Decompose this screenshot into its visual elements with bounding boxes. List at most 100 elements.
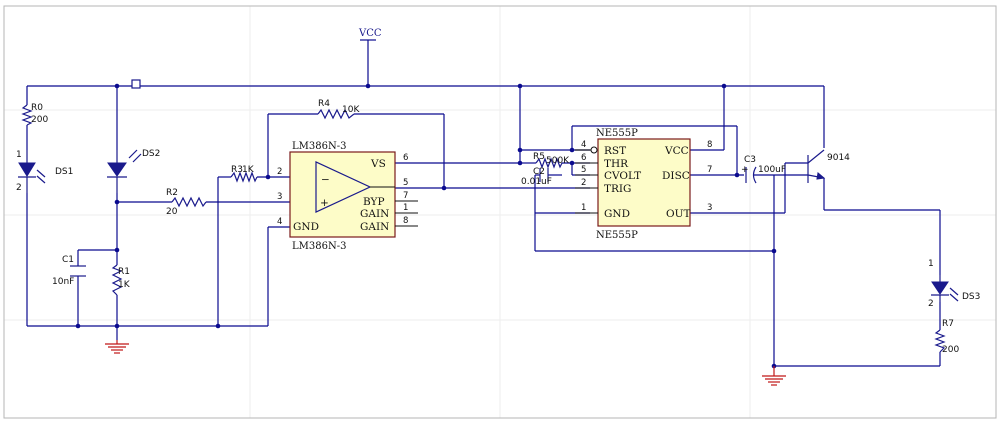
resistor-r2: R2 20 [166,188,207,217]
inverted-pin-icon [590,146,598,154]
r2-value: 20 [166,207,178,217]
ds3-pin1: 1 [928,259,934,269]
resistor-r1: R1 1K [111,264,131,296]
r3-value: 1K [242,165,255,175]
lm386-pin1: 1 [403,203,408,213]
lm386-gnd: GND [293,221,319,233]
lm386-gain2: GAIN [360,221,389,233]
ne555-disc: DISC [662,170,690,182]
ds1-pin2: 2 [16,183,22,193]
lm386-pin7: 7 [403,191,408,201]
lm386-pin5: 5 [403,178,408,188]
r7-value: 200 [942,345,959,355]
ne555-pin3: 3 [707,203,712,213]
ds1-ref: DS1 [55,167,73,177]
lm386-pin6: 6 [403,153,408,163]
c1-value: 10nF [52,277,74,287]
ne555-out: OUT [666,208,690,220]
ne555-body [597,138,691,227]
test-pin [131,79,141,89]
ne555-cvolt: CVOLT [604,170,641,182]
r0-ref: R0 [31,103,43,113]
r4-ref: R4 [318,99,330,109]
c3-value: 100uF [758,165,786,175]
ne555-pin5: 5 [581,165,586,175]
lm386-amplifier: − + LM386N-3 LM386N-3 VS GND BYP GAIN GA… [277,141,418,252]
ne555-name-top: NE555P [596,128,638,139]
lm386-pin3: 3 [277,192,282,202]
sheet-grid [4,6,996,418]
ne555-pin2: 2 [581,178,586,188]
c1-ref: C1 [62,255,74,265]
ds1-pin1: 1 [16,150,22,160]
ne555-trig: TRIG [604,183,631,195]
ne555-rst: RST [604,145,626,157]
vcc-port: VCC [358,28,382,41]
lm386-gain1: GAIN [360,208,389,220]
r1-value: 1K [118,280,131,290]
lm386-pin2: 2 [277,167,282,177]
ne555-pin7: 7 [707,165,712,175]
lm386-body [289,151,396,238]
r7-ref: R7 [942,319,954,329]
light-arrow-icon [36,169,46,178]
led-ds2: DS2 [107,149,160,193]
ne555-timer: NE555P NE555P RST THR CVOLT TRIG GND VCC… [575,128,712,241]
ne555-pin4: 4 [581,140,586,150]
c3-ref: C3 [744,155,756,165]
light-arrow-icon [949,293,959,302]
resistor-r3: R3 1K [230,165,258,183]
emitter-arrow-icon [816,172,826,180]
ne555-pin1: 1 [581,203,586,213]
opamp-triangle-icon [315,161,372,213]
capacitor-c3: C3 + 100uF [741,155,786,184]
ground-symbol-right [762,366,786,386]
ne555-pin6: 6 [581,153,586,163]
c2-ref: C2 [533,167,545,177]
led-ds1: DS1 1 2 [16,150,73,193]
ds3-ref: DS3 [962,292,980,302]
lm386-minus: − [321,174,330,186]
lm386-pin8: 8 [403,216,408,226]
c2-value: 0.01uF [521,177,552,187]
ne555-thr: THR [604,158,629,170]
capacitor-c1: C1 10nF [52,255,86,287]
ds2-ref: DS2 [142,149,160,159]
light-arrow-icon [949,287,959,296]
vcc-label: VCC [358,28,382,39]
lm386-vs: VS [370,158,386,170]
resistor-r7: R7 200 [934,319,959,355]
r1-ref: R1 [118,267,130,277]
resistor-r0: R0 200 [21,103,48,126]
light-arrow-icon [132,153,142,163]
light-arrow-icon [36,175,46,184]
ne555-pin8: 8 [707,140,712,150]
r2-ref: R2 [166,188,178,198]
lm386-plus: + [320,197,329,209]
ground-symbol-left [105,340,129,354]
ne555-vcc: VCC [664,145,689,157]
c3-polarity: + [741,165,749,175]
lm386-name-top: LM386N-3 [292,141,346,152]
r4-value: 10K [342,105,360,115]
r5-ref: R5 [533,152,545,162]
resistor-r4: R4 10K [317,99,360,120]
ds3-pin2: 2 [928,299,934,309]
wires [26,40,941,367]
ne555-gnd: GND [604,208,630,220]
r0-value: 200 [31,115,48,125]
q1-value: 9014 [827,153,850,163]
capacitor-c2: C2 0.01uF [521,167,552,187]
r3-ref: R3 [231,165,243,175]
lm386-byp: BYP [363,196,385,208]
lm386-pin4: 4 [277,217,282,227]
ne555-name-bottom: NE555P [596,230,638,241]
light-arrow-icon [128,149,138,159]
sheet-border [3,5,997,419]
r5-value: 500K [546,156,570,166]
resistor-r5: R5 500K [533,152,570,169]
lm386-name-bottom: LM386N-3 [292,241,346,252]
transistor-q1: 9014 [807,149,850,183]
